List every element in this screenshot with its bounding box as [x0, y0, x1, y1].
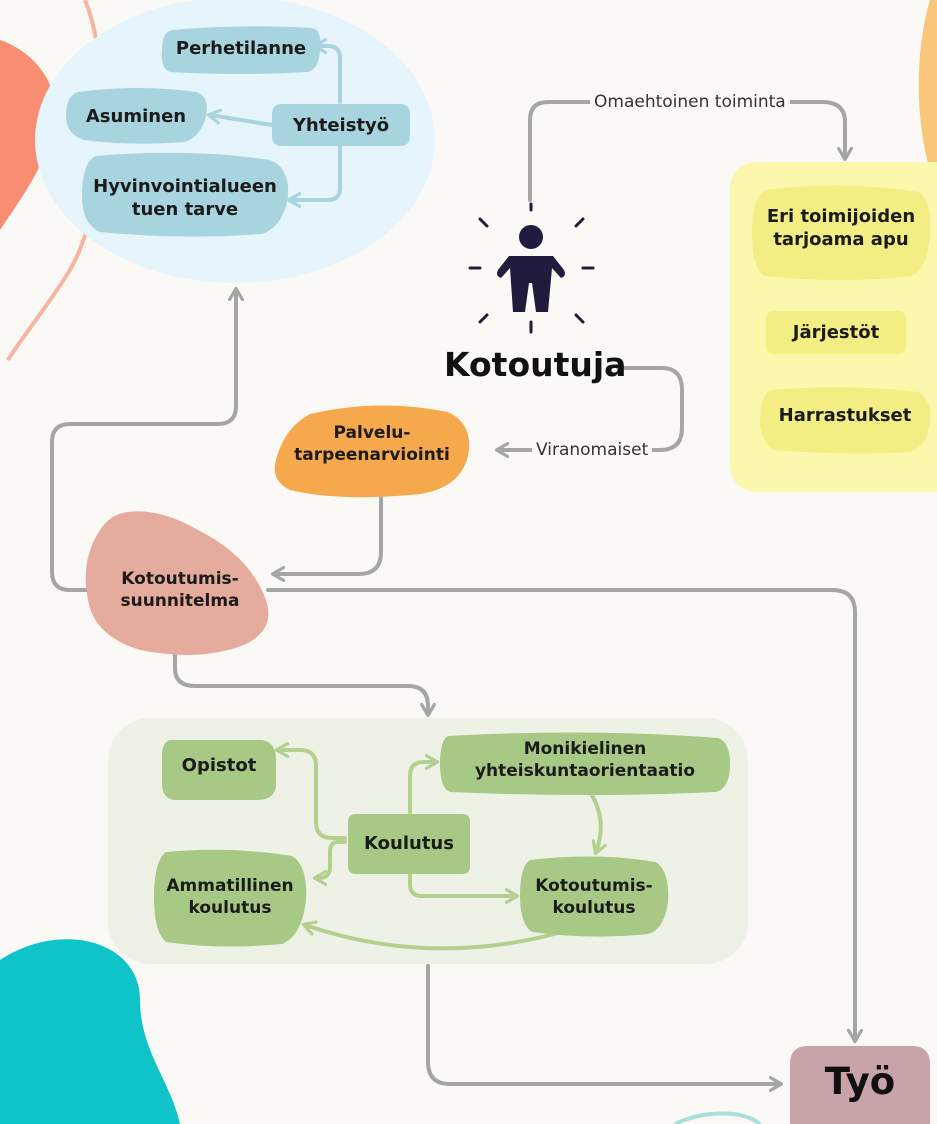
decor-orange-edge — [918, 0, 937, 170]
arrow-education-to-work — [426, 964, 784, 1092]
kotoutumiskoulutus-blob — [520, 856, 669, 937]
decor-salmon-blob — [0, 40, 56, 230]
arrow-training-colleges — [274, 742, 347, 840]
monikielinen-blob — [440, 732, 730, 795]
asuminen-blob — [66, 88, 207, 144]
harrastukset-label: Harrastukset — [778, 405, 912, 426]
yhteistyo-label: Yhteistyö — [292, 115, 390, 136]
plan-blob — [85, 511, 269, 655]
person-icon — [468, 202, 595, 334]
decor-teal-blob — [0, 939, 180, 1124]
opistot-label: Opistot — [181, 755, 257, 776]
eri-toimijoiden-label: Eri toimijoiden tarjoama apu — [766, 206, 916, 251]
arrow-training-integration — [408, 872, 520, 904]
kotoutuja-title: Kotoutuja — [444, 345, 627, 384]
opistot-blob — [162, 740, 276, 800]
arrow-plan-to-work — [266, 588, 863, 1044]
assessment-label: Palvelu- tarpeenarviointi — [294, 423, 450, 466]
eri-toimijoiden-blob — [752, 185, 931, 280]
plan-label: Kotoutumis- suunnitelma — [120, 569, 240, 612]
monikielinen-label: Monikielinen yhteiskuntaorientaatio — [474, 739, 696, 782]
jarjestot-label: Järjestöt — [792, 322, 880, 343]
arrow-authorities — [494, 366, 684, 458]
arrow-coop-welfare — [286, 144, 342, 208]
decor-teal-curve — [674, 1111, 762, 1124]
arrow-plan-to-services — [50, 286, 244, 592]
label-self-directed: Omaehtoinen toiminta — [590, 92, 790, 112]
arrow-coop-family — [312, 38, 342, 104]
arrow-training-vocational — [312, 840, 347, 886]
yhteistyo-blob — [272, 104, 410, 146]
arrow-orientation-integration — [588, 790, 607, 856]
assessment-blob — [274, 405, 470, 498]
arrow-training-orientation — [408, 754, 440, 814]
harrastukset-blob — [760, 387, 931, 454]
asuminen-label: Asuminen — [85, 106, 187, 127]
perhetilanne-label: Perhetilanne — [175, 38, 307, 59]
koulutus-blob — [348, 814, 470, 874]
hyvinvointi-label: Hyvinvointialueen tuen tarve — [93, 176, 277, 221]
ammatillinen-blob — [154, 849, 307, 947]
arrow-coop-housing — [206, 108, 274, 127]
jarjestot-blob — [766, 311, 906, 354]
arrow-integration-vocational — [301, 920, 564, 951]
arrow-assessment-to-plan — [270, 496, 383, 582]
kotoutumiskoulutus-label: Kotoutumis- koulutus — [535, 876, 653, 919]
koulutus-label: Koulutus — [364, 833, 454, 854]
ammatillinen-label: Ammatillinen koulutus — [166, 876, 294, 919]
hyvinvointi-blob — [82, 152, 289, 237]
work-box — [790, 1046, 930, 1124]
perhetilanne-blob — [161, 26, 321, 74]
label-authorities: Viranomaiset — [532, 440, 653, 460]
work-label: Työ — [824, 1060, 896, 1103]
arrow-plan-to-education — [173, 650, 436, 718]
